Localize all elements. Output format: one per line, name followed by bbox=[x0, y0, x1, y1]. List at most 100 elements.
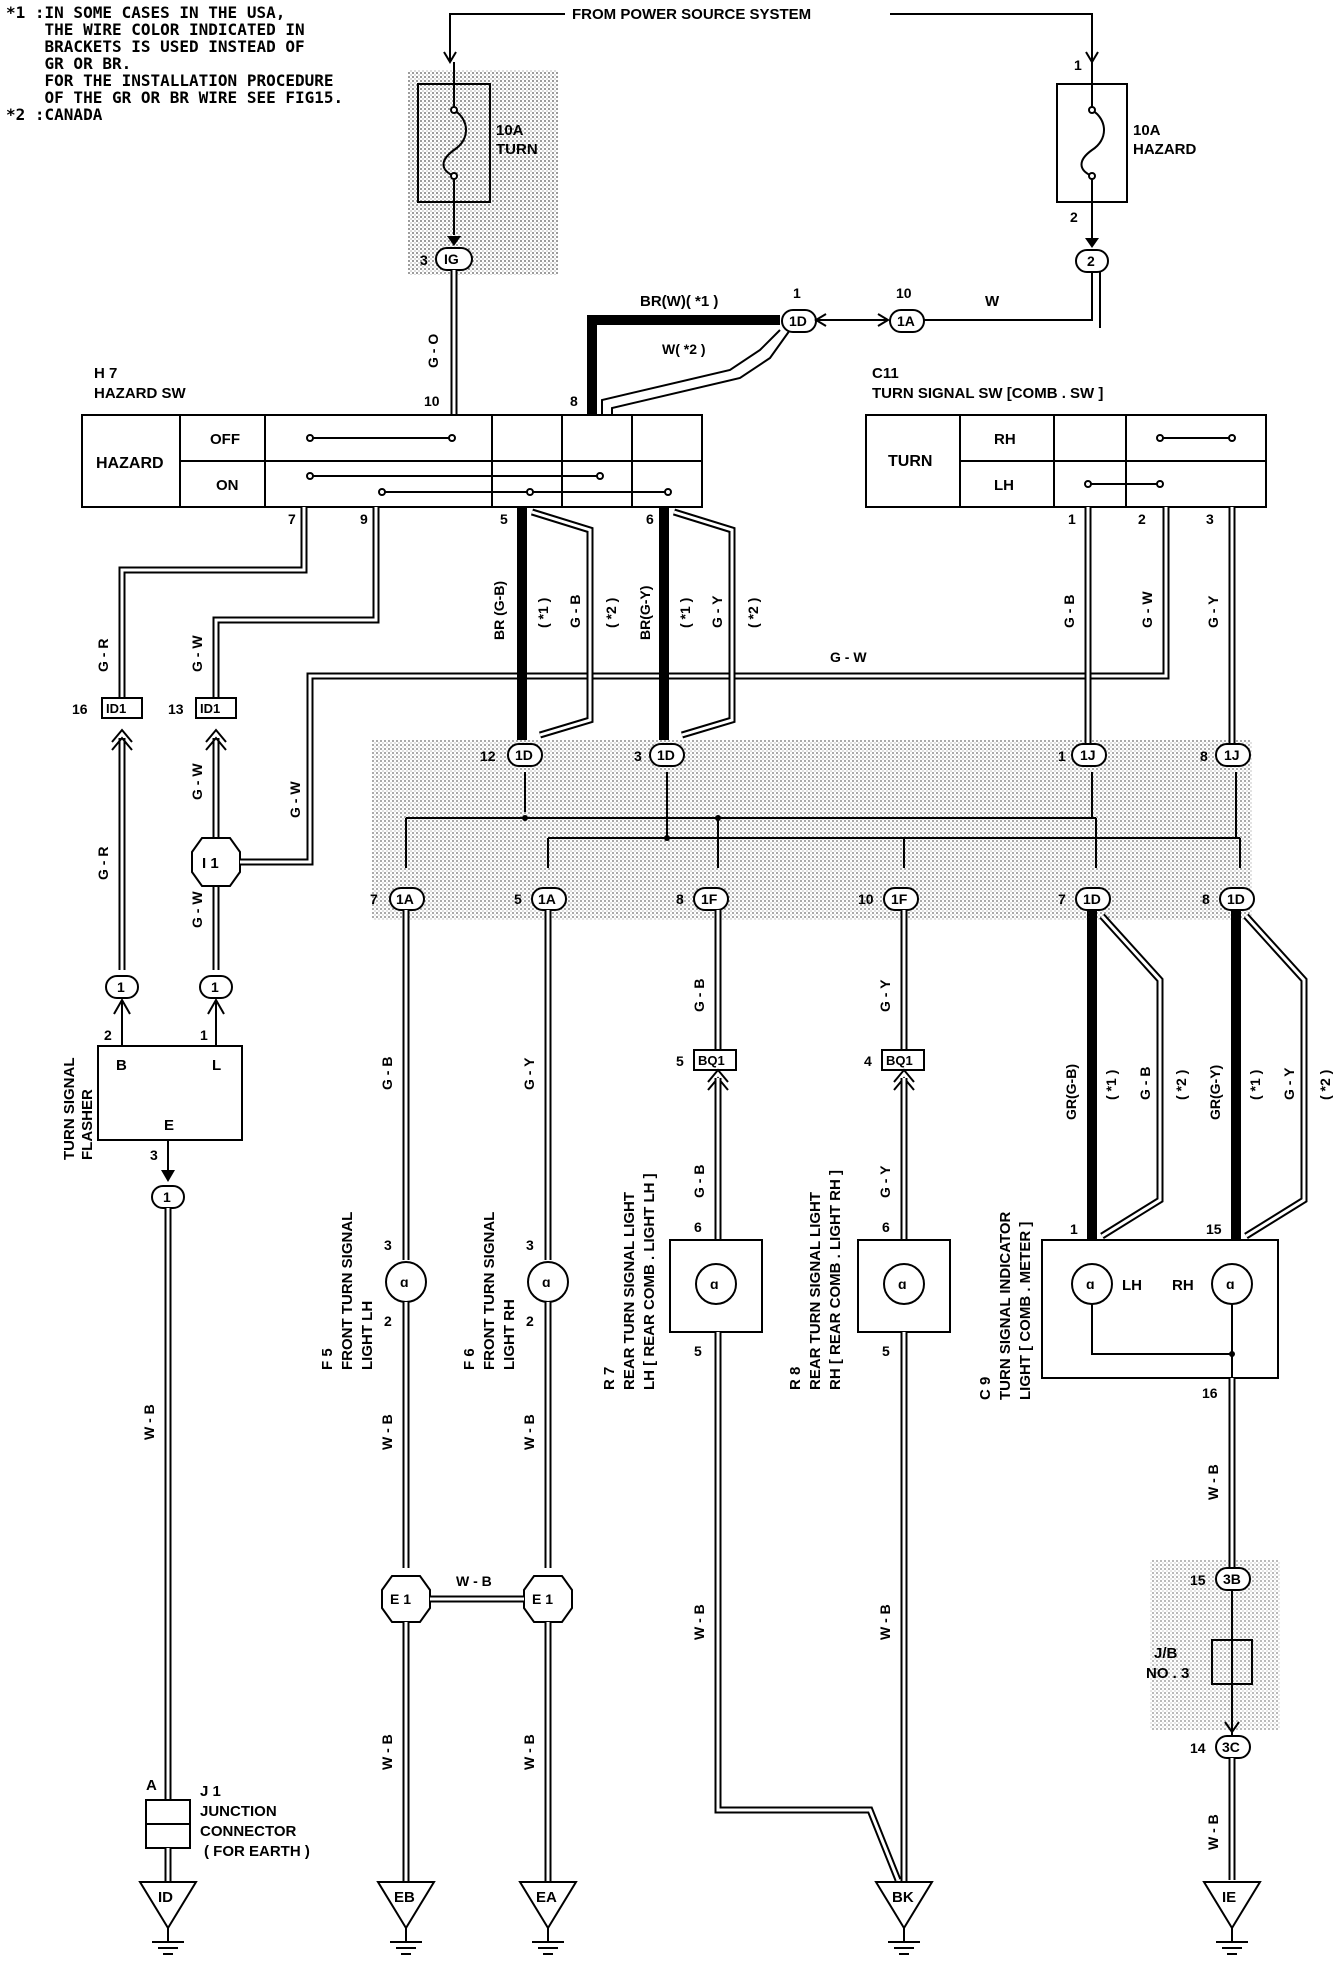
svg-text:IE: IE bbox=[1222, 1889, 1236, 1906]
conn-1d-8: 1D bbox=[1227, 891, 1245, 907]
wire-brgy: BR(G-Y) bbox=[637, 586, 653, 640]
wire-s2-d: ( *2 ) bbox=[1317, 1070, 1333, 1100]
r7-pin6: 6 bbox=[694, 1219, 702, 1235]
wire-s1-b: ( *1 ) bbox=[677, 598, 693, 628]
hazard-switch: H 7 HAZARD SW HAZARD OFF ON 10 8 7 9 5 6 bbox=[81, 365, 703, 527]
flasher-e: E bbox=[164, 1117, 174, 1134]
conn-1f-10: 1F bbox=[891, 891, 908, 907]
turn-sw-name: TURN SIGNAL SW [COMB . SW ] bbox=[872, 385, 1103, 402]
hazard-pin-9: 9 bbox=[360, 511, 368, 527]
conn-3b: 3B bbox=[1223, 1571, 1241, 1587]
svg-text:F 6: F 6 bbox=[461, 1348, 478, 1370]
conn-1a-5-pin: 5 bbox=[514, 891, 522, 907]
svg-text:C 9: C 9 bbox=[977, 1377, 994, 1400]
footnotes: *1 :IN SOME CASES IN THE USA, THE WIRE C… bbox=[6, 4, 343, 123]
junction-code: J 1 bbox=[200, 1783, 221, 1800]
hazard-sw-code: H 7 bbox=[94, 365, 117, 382]
f6-pin2: 2 bbox=[526, 1313, 534, 1329]
hazard-sw-label: HAZARD bbox=[96, 455, 164, 472]
conn-1j-8: 1J bbox=[1224, 747, 1240, 763]
wire-gw-i1: G - W bbox=[287, 781, 303, 818]
ground-eb: EB bbox=[376, 1881, 436, 1955]
conn-id1-b-pin: 13 bbox=[168, 701, 184, 717]
wire-s1-a: ( *1 ) bbox=[535, 598, 551, 628]
wire-wb-f6: W - B bbox=[521, 1414, 537, 1450]
c9-lh: LH bbox=[1122, 1277, 1142, 1294]
conn-1a-7-pin: 7 bbox=[370, 891, 378, 907]
hazard-off: OFF bbox=[210, 431, 240, 448]
fuse-hazard-name: HAZARD bbox=[1133, 141, 1196, 158]
conn-id1-a-pin: 16 bbox=[72, 701, 88, 717]
conn-id1-a: ID1 bbox=[106, 701, 126, 716]
turn-pin-1: 1 bbox=[1068, 511, 1076, 527]
wire-gw-right: G - W bbox=[1139, 591, 1155, 628]
wire-gb-r7-a: G - B bbox=[691, 979, 707, 1012]
conn-1a-top-pin: 10 bbox=[896, 285, 912, 301]
svg-text:EA: EA bbox=[536, 1889, 557, 1906]
conn-1d-top: 1D bbox=[789, 313, 807, 329]
svg-text:E 1: E 1 bbox=[390, 1591, 411, 1607]
wire-wb-eb: W - B bbox=[379, 1734, 395, 1770]
svg-text:R 7: R 7 bbox=[601, 1367, 618, 1390]
conn-3c-pin: 14 bbox=[1190, 1740, 1206, 1756]
svg-text:REAR TURN SIGNAL LIGHT: REAR TURN SIGNAL LIGHT bbox=[621, 1192, 638, 1390]
power-source-label: FROM POWER SOURCE SYSTEM bbox=[572, 6, 811, 23]
c9-label: C 9 TURN SIGNAL INDICATOR LIGHT [ COMB .… bbox=[977, 1211, 1034, 1400]
svg-text:ɑ: ɑ bbox=[1226, 1276, 1235, 1292]
svg-text:LIGHT RH: LIGHT RH bbox=[501, 1299, 518, 1370]
conn-1a-7: 1A bbox=[396, 891, 414, 907]
power-source-line: FROM POWER SOURCE SYSTEM bbox=[443, 6, 1099, 64]
svg-text:TURN SIGNAL INDICATOR: TURN SIGNAL INDICATOR bbox=[997, 1211, 1014, 1400]
jb-l2: NO . 3 bbox=[1146, 1665, 1189, 1682]
turn-pin-2: 2 bbox=[1138, 511, 1146, 527]
wire-grgb: GR(G-B) bbox=[1063, 1064, 1079, 1120]
flasher-conn-b: 1 bbox=[117, 979, 125, 995]
wire-gw-low: G - W bbox=[189, 891, 205, 928]
conn-1a-5: 1A bbox=[538, 891, 556, 907]
wire-gy-r8-a: G - Y bbox=[877, 979, 893, 1012]
wire-wb-flasher: W - B bbox=[141, 1404, 157, 1440]
wire-gy-c: G - Y bbox=[1281, 1067, 1297, 1100]
wire-s1-d: ( *1 ) bbox=[1247, 1070, 1263, 1100]
splice-i1-label: I 1 bbox=[202, 855, 219, 872]
svg-text:ɑ: ɑ bbox=[400, 1274, 409, 1290]
svg-text:ɑ: ɑ bbox=[710, 1276, 719, 1292]
turn-pin-3: 3 bbox=[1206, 511, 1214, 527]
svg-text:REAR TURN SIGNAL LIGHT: REAR TURN SIGNAL LIGHT bbox=[807, 1192, 824, 1390]
wire-wb-f5: W - B bbox=[379, 1414, 395, 1450]
wire-gy-a: G - Y bbox=[709, 595, 725, 628]
junction-a: A bbox=[146, 1777, 157, 1794]
wire-wb-ie: W - B bbox=[1205, 1814, 1221, 1850]
conn-2: 2 bbox=[1087, 253, 1095, 269]
r8-label: R 8 REAR TURN SIGNAL LIGHT RH [ REAR COM… bbox=[787, 1170, 844, 1390]
jb-l1: J/B bbox=[1154, 1645, 1178, 1662]
conn-1d-12-pin: 12 bbox=[480, 748, 496, 764]
conn-bq1-5: BQ1 bbox=[698, 1053, 725, 1068]
flasher-name1: TURN SIGNAL bbox=[61, 1058, 78, 1161]
turn-signal-switch: C11 TURN SIGNAL SW [COMB . SW ] TURN RH … bbox=[865, 365, 1267, 527]
wire-wb-c9: W - B bbox=[1205, 1464, 1221, 1500]
wire-wb-r8: W - B bbox=[877, 1604, 893, 1640]
hazard-pin-10: 10 bbox=[424, 393, 440, 409]
conn-1j-8-pin: 8 bbox=[1200, 748, 1208, 764]
wire-wb-e1: W - B bbox=[456, 1573, 492, 1589]
fuse-hazard-amp: 10A bbox=[1133, 122, 1161, 139]
svg-text:EB: EB bbox=[394, 1889, 415, 1906]
hazard-sw-name: HAZARD SW bbox=[94, 385, 186, 402]
conn-1j-1: 1J bbox=[1080, 747, 1096, 763]
turn-signal-flasher: 1 1 2 1 B L E TURN SIGNAL FLASHER 3 1 bbox=[61, 975, 243, 1209]
ground-ea: EA bbox=[518, 1881, 578, 1955]
shade-jb bbox=[1150, 1560, 1280, 1730]
svg-text:ID: ID bbox=[158, 1889, 173, 1906]
svg-text:ɑ: ɑ bbox=[1086, 1276, 1095, 1292]
wire-gw-top: G - W bbox=[189, 635, 205, 672]
svg-text:BK: BK bbox=[892, 1889, 914, 1906]
wire-gb-r7-b: G - B bbox=[691, 1165, 707, 1198]
flasher-pin2: 2 bbox=[104, 1027, 112, 1043]
conn-1d-3: 1D bbox=[657, 747, 675, 763]
conn-1j-1-pin: 1 bbox=[1058, 748, 1066, 764]
svg-text:R 8: R 8 bbox=[787, 1367, 804, 1390]
conn-1f-10-pin: 10 bbox=[858, 891, 874, 907]
conn-1d-7-pin: 7 bbox=[1058, 891, 1066, 907]
